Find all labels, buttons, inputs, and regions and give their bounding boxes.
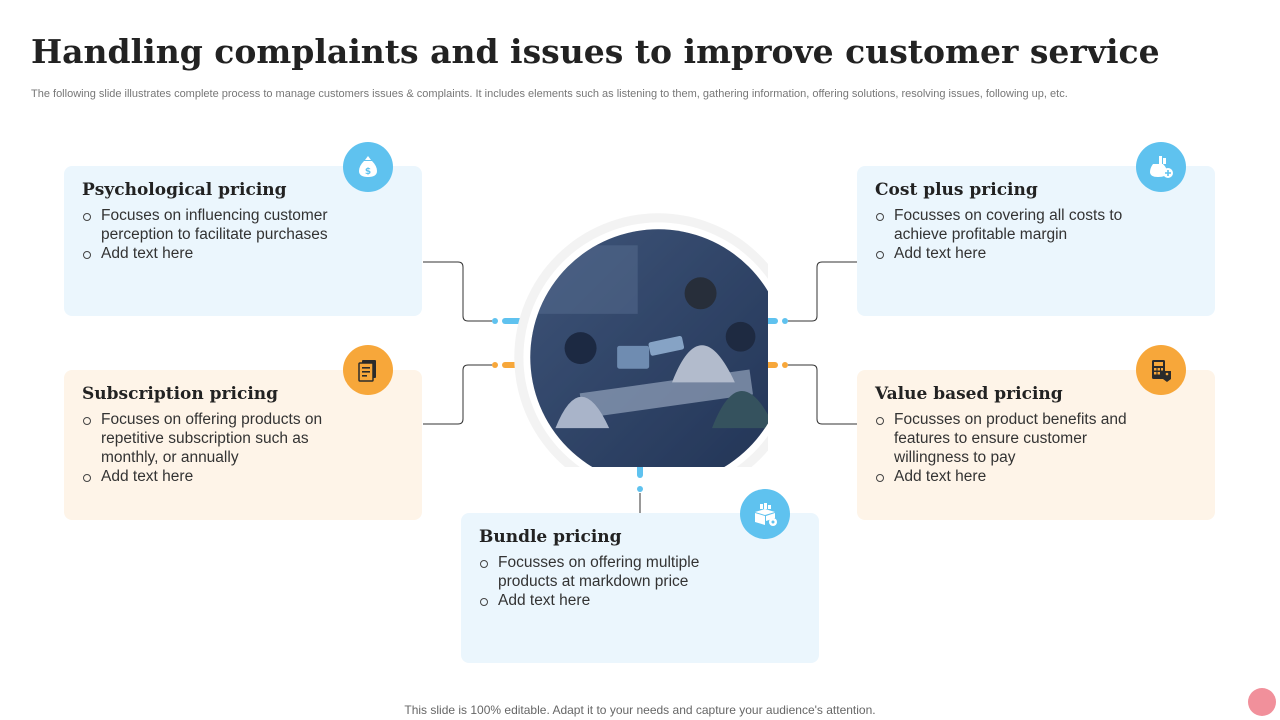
bullet-item: Add text here bbox=[875, 244, 1139, 263]
corner-decoration bbox=[1248, 688, 1276, 716]
bullet-item: Focuses on offering products on repetiti… bbox=[82, 410, 346, 467]
footer-note: This slide is 100% editable. Adapt it to… bbox=[404, 703, 876, 717]
card-title: Psychological pricing bbox=[82, 180, 287, 200]
team-meeting-photo bbox=[514, 213, 768, 467]
slide-subtitle: The following slide illustrates complete… bbox=[31, 88, 1068, 100]
card-value-based-pricing: Value based pricing Focusses on product … bbox=[857, 370, 1215, 520]
card-title: Value based pricing bbox=[875, 384, 1063, 404]
card-psychological-pricing: Psychological pricing Focuses on influen… bbox=[64, 166, 422, 316]
bullet-item: Focusses on product benefits and feature… bbox=[875, 410, 1139, 467]
bullet-item: Add text here bbox=[875, 467, 1139, 486]
money-bag-icon: $ bbox=[343, 142, 393, 192]
bullet-item: Focuses on influencing customer percepti… bbox=[82, 206, 346, 244]
subscription-document-icon bbox=[343, 345, 393, 395]
bullet-item: Add text here bbox=[82, 244, 346, 263]
card-title: Cost plus pricing bbox=[875, 180, 1038, 200]
product-box-gear-icon bbox=[740, 489, 790, 539]
bullet-item: Add text here bbox=[479, 591, 743, 610]
svg-text:$: $ bbox=[365, 167, 371, 177]
card-title: Subscription pricing bbox=[82, 384, 279, 404]
bullet-item: Focusses on covering all costs to achiev… bbox=[875, 206, 1139, 244]
bullet-item: Focusses on offering multiple products a… bbox=[479, 553, 743, 591]
slide-title: Handling complaints and issues to improv… bbox=[31, 32, 1160, 71]
card-subscription-pricing: Subscription pricing Focuses on offering… bbox=[64, 370, 422, 520]
card-title: Bundle pricing bbox=[479, 527, 622, 547]
money-stack-plus-icon bbox=[1136, 142, 1186, 192]
bullet-item: Add text here bbox=[82, 467, 346, 486]
calculator-price-tag-icon bbox=[1136, 345, 1186, 395]
